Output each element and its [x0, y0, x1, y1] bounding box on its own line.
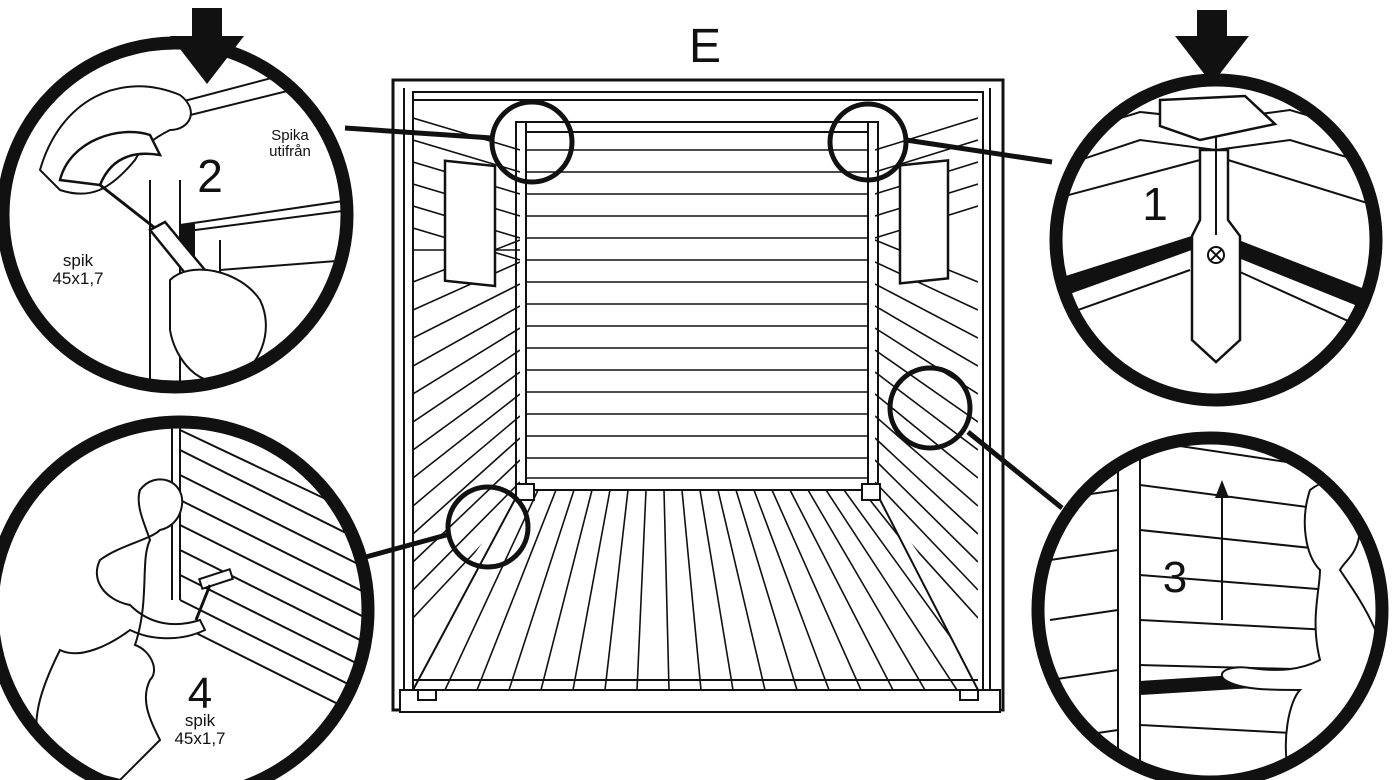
nail-from-outside-note-line2: utifrån [269, 143, 311, 160]
step-4-nail-spec-line2: 45x1,7 [174, 729, 225, 748]
front-sill [399, 689, 1001, 713]
detail-nail-from-outside: 2 Spika utifrån spik 45x1,7 [0, 36, 354, 394]
hammer-icon-small [197, 568, 235, 590]
callout-ring-bottom-left [445, 484, 531, 570]
back-wall-planks [526, 149, 868, 491]
detail-3-frame [1031, 431, 1389, 780]
callout-ring-top-left [489, 99, 575, 185]
right-wall-planks [875, 117, 978, 619]
callout-markers [344, 99, 1064, 570]
step-2-nail-spec-line1: spik [63, 251, 94, 270]
detail-raise-plank: 3 [1031, 431, 1389, 780]
shed-interior-view [391, 78, 1005, 713]
leader-line-3 [966, 430, 1064, 510]
leader-line-2 [344, 125, 493, 141]
callout-ring-bottom-right [887, 365, 973, 451]
detail-nail-bottom-planks: 4 spik 45x1,7 [0, 415, 375, 780]
down-arrow-right-icon [1175, 10, 1249, 84]
step-4-nail-spec-line1: spik [185, 711, 216, 730]
kneeling-worker-sketch [35, 478, 207, 780]
step-3-number: 3 [1163, 553, 1187, 602]
leader-line-1 [905, 137, 1053, 165]
detail-1-frame [1049, 73, 1383, 407]
detail-corner-joint: 1 [1049, 73, 1383, 407]
section-letter: E [689, 20, 721, 73]
leader-line-4 [361, 531, 451, 561]
down-arrow-left-icon [170, 8, 244, 84]
step-2-number: 2 [197, 150, 223, 202]
shed-inner-frame [412, 91, 984, 698]
nail-from-outside-note-line1: Spika [271, 127, 309, 144]
step-4-number: 4 [188, 669, 212, 718]
left-window [443, 159, 497, 288]
detail-4-frame [0, 415, 375, 780]
hammer-icon [58, 130, 163, 187]
step-1-number: 1 [1142, 178, 1168, 230]
step-2-nail-spec-line2: 45x1,7 [52, 269, 103, 288]
right-window [898, 158, 950, 285]
detail-2-frame [0, 36, 354, 394]
